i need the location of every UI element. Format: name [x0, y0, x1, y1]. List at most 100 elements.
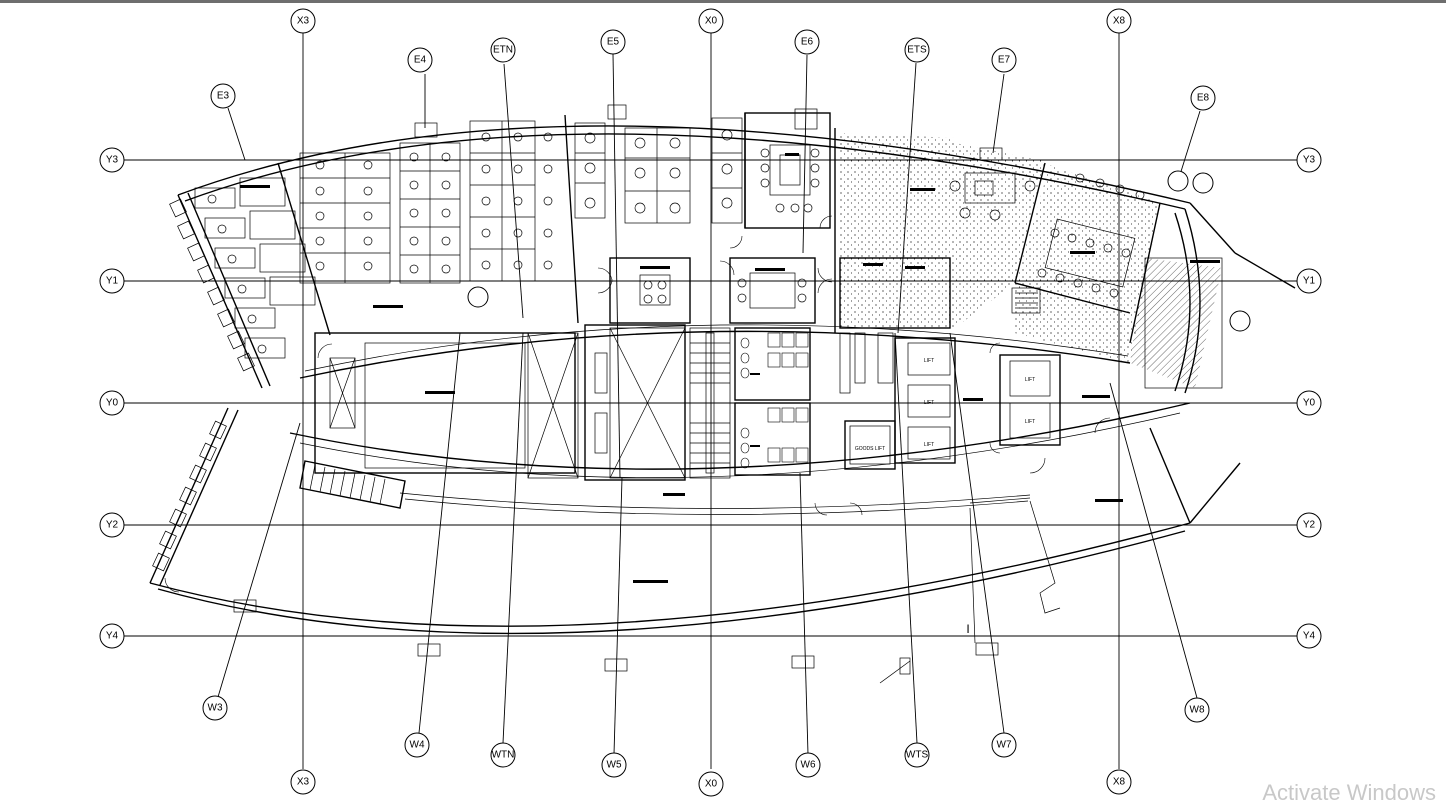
svg-text:E8: E8: [1197, 93, 1210, 104]
grid-line-wts: [894, 332, 918, 744]
svg-text:E3: E3: [217, 91, 230, 102]
south-marker: I: [966, 622, 969, 636]
lift-label-5: LIFT: [1025, 419, 1035, 425]
svg-text:W4: W4: [410, 740, 425, 751]
bubble-wts: WTS: [904, 742, 930, 768]
bubble-w5: W5: [601, 752, 627, 778]
grid-line-e6: [802, 54, 808, 254]
svg-text:Y2: Y2: [106, 520, 119, 531]
stair-core: [689, 327, 731, 479]
lift-label-3: LIFT: [924, 442, 934, 448]
svg-text:Y4: Y4: [1303, 631, 1316, 642]
window-mullions: [152, 104, 1003, 672]
grid-line-w4: [418, 332, 461, 734]
bubble-y4-left: Y4: [99, 623, 125, 649]
bubble-x0-top: X0: [698, 8, 724, 34]
grid-line-w7: [949, 332, 1005, 734]
floor-plan-drawing: LIFT LIFT LIFT LIFT LIFT GOODS LIFT I X3…: [99, 8, 1322, 797]
bubble-x0-bottom: X0: [698, 771, 724, 797]
symbol-markers: [467, 170, 1251, 332]
bubble-w6: W6: [795, 752, 821, 778]
lift-labels: LIFT LIFT LIFT LIFT LIFT GOODS LIFT I: [855, 358, 1035, 636]
svg-text:Y1: Y1: [1303, 276, 1316, 287]
lounge-e7: [949, 172, 1036, 221]
bubble-wtn: WTN: [490, 742, 516, 768]
bubble-y4-right: Y4: [1296, 623, 1322, 649]
grid-line-w6: [799, 472, 809, 755]
bubble-y0-right: Y0: [1296, 390, 1322, 416]
bubble-w7: W7: [991, 732, 1017, 758]
bubble-x8-bottom: X8: [1106, 769, 1132, 795]
desk-cluster-left: [194, 177, 316, 359]
meeting-table-core: [639, 272, 807, 309]
fire-stair-south: [299, 460, 406, 509]
lift-label-2: LIFT: [924, 400, 934, 406]
north-wing-partitions: [277, 112, 1223, 389]
grid-line-w3: [217, 422, 301, 698]
grid-line-wtn: [502, 332, 524, 744]
svg-text:Y4: Y4: [106, 631, 119, 642]
bubble-y1-left: Y1: [99, 268, 125, 294]
svg-text:W7: W7: [997, 740, 1012, 751]
svg-text:W6: W6: [801, 760, 816, 771]
svg-text:X8: X8: [1113, 16, 1126, 27]
grid-line-e8: [1177, 110, 1201, 182]
svg-text:Y0: Y0: [1303, 398, 1316, 409]
grid-line-e7: [992, 73, 1005, 154]
bubble-x3-top: X3: [290, 8, 316, 34]
door-swings: [164, 215, 1111, 593]
os-activation-watermark: Activate Windows: [1262, 780, 1436, 805]
conference-e8: [1011, 173, 1145, 314]
bubble-e7: E7: [991, 47, 1017, 73]
svg-text:Y3: Y3: [1303, 155, 1316, 166]
bubble-w8: W8: [1184, 697, 1210, 723]
room-label-bars: [240, 153, 1220, 583]
window-top-border: [0, 0, 1446, 3]
lift-bank: [844, 337, 1061, 470]
lift-label-1: LIFT: [924, 358, 934, 364]
svg-text:X8: X8: [1113, 777, 1126, 788]
bubble-y1-right: Y1: [1296, 268, 1322, 294]
bubble-y0-left: Y0: [99, 390, 125, 416]
svg-text:ETN: ETN: [493, 45, 513, 56]
bubble-y2-right: Y2: [1296, 512, 1322, 538]
grid-lines: [124, 30, 1297, 769]
svg-text:Y3: Y3: [106, 155, 119, 166]
svg-text:ETS: ETS: [907, 45, 927, 56]
bubble-e6: E6: [794, 29, 820, 55]
svg-text:X3: X3: [297, 777, 310, 788]
grid-line-e3: [227, 107, 246, 161]
bubble-y3-right: Y3: [1296, 147, 1322, 173]
svg-text:E7: E7: [998, 55, 1011, 66]
lift-label-4: LIFT: [1025, 377, 1035, 383]
grid-line-w5: [613, 477, 623, 755]
svg-text:W3: W3: [208, 703, 223, 714]
bubble-e4: E4: [407, 47, 433, 73]
toilets: [734, 327, 811, 476]
building-core: [299, 324, 1061, 644]
bubble-e3: E3: [210, 83, 236, 109]
bubble-e8: E8: [1190, 85, 1216, 111]
bubble-etn: ETN: [490, 37, 516, 63]
bubble-y3-left: Y3: [99, 147, 125, 173]
svg-text:W8: W8: [1190, 705, 1205, 716]
svg-text:Y2: Y2: [1303, 520, 1316, 531]
svg-text:X0: X0: [705, 779, 718, 790]
svg-text:Y0: Y0: [106, 398, 119, 409]
workstation-clusters: [194, 117, 1145, 359]
svg-text:E4: E4: [414, 55, 427, 66]
bubble-w4: W4: [404, 732, 430, 758]
svg-text:WTN: WTN: [492, 750, 515, 761]
grid-line-w8: [1109, 382, 1198, 699]
bubble-y2-left: Y2: [99, 512, 125, 538]
bubble-ets: ETS: [904, 37, 930, 63]
svg-text:E6: E6: [801, 37, 814, 48]
svg-text:WTS: WTS: [906, 750, 929, 761]
svg-text:E5: E5: [607, 37, 620, 48]
desk-cluster-e4: [299, 120, 553, 284]
goods-lift-label: GOODS LIFT: [855, 446, 885, 452]
bubble-e5: E5: [600, 29, 626, 55]
grid-line-e5: [612, 53, 621, 479]
grid-bubbles: X3 X3 X0 X0 X8 X8 Y3 Y3 Y1 Y1 Y0 Y0 Y2 Y…: [99, 8, 1322, 797]
bubble-w3: W3: [202, 695, 228, 721]
